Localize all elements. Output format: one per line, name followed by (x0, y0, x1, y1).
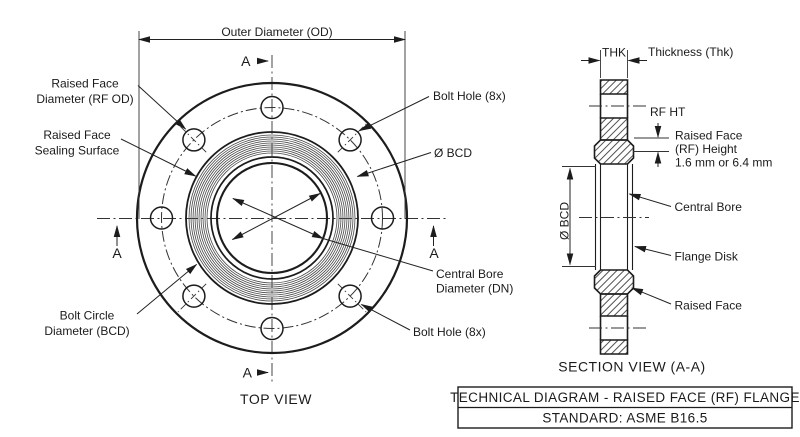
bolt-hole (370, 206, 395, 230)
bolt-hole (182, 128, 206, 152)
title-block: TECHNICAL DIAGRAM - RAISED FACE (RF) FLA… (450, 386, 800, 429)
rf-ht-label: RF HT (650, 105, 686, 119)
rf-od-label-line2: Diameter (RF OD) (36, 92, 133, 106)
flange-cross-section (579, 79, 649, 355)
top-view-caption: TOP VIEW (240, 391, 312, 407)
bolt-hole (149, 206, 174, 230)
title-block-line2: STANDARD: ASME B16.5 (542, 411, 707, 426)
top-view-leaders (120, 85, 434, 331)
bolt-hole (260, 95, 284, 120)
raised-face-inner-circle (210, 156, 334, 280)
top-view-labels: Raised Face Diameter (RF OD) Raised Face… (35, 77, 514, 408)
central-bore-label-line1: Central Bore (436, 267, 504, 281)
raised-face-outer-circle (185, 131, 359, 305)
rim-segment-bottom (599, 339, 629, 355)
section-view-leaders (628, 193, 672, 305)
rf-height-label-line3: 1.6 mm or 6.4 mm (675, 156, 772, 170)
bcd-dimension-label: Ø BCD (558, 202, 572, 240)
bcd-diameter-label: Ø BCD (434, 146, 472, 160)
thk-label: THK (602, 46, 626, 60)
central-bore-circle (215, 161, 329, 275)
od-dimension: Outer Diameter (OD) (138, 25, 406, 219)
section-view-labels: Central Bore Flange Disk Raised Face SEC… (558, 200, 742, 375)
bcd-label-line2: Diameter (BCD) (44, 324, 129, 338)
section-view-caption: SECTION VIEW (A-A) (558, 359, 705, 375)
rf-seal-label-line1: Raised Face (43, 128, 111, 142)
bolt-circle-dashdot (161, 107, 383, 329)
bcd-dimension: Ø BCD (558, 166, 596, 267)
bolt-holes (149, 95, 395, 341)
title-block-line1: TECHNICAL DIAGRAM - RAISED FACE (RF) FLA… (450, 390, 800, 405)
section-marker-right: A (429, 245, 439, 261)
section-markers: A A A A (112, 53, 439, 381)
raised-face-block-bottom (593, 269, 635, 295)
section-marker-bottom: A (243, 365, 253, 381)
central-bore-label: Central Bore (675, 200, 743, 214)
section-marker-top: A (241, 53, 251, 69)
rf-od-label-line1: Raised Face (51, 77, 119, 91)
rf-seal-label-line2: Sealing Surface (35, 144, 120, 158)
bolt-hole (260, 316, 284, 341)
raised-face-label: Raised Face (675, 299, 743, 313)
section-view: THK Thickness (Thk) RF HT Raised Face (R… (558, 45, 773, 375)
bolt-hole (338, 284, 362, 308)
rim-segment-top (599, 79, 629, 95)
bolt-hole-top-label: Bolt Hole (8x) (433, 89, 506, 103)
rf-height-label-line2: (RF) Height (675, 142, 738, 156)
od-dimension-label: Outer Diameter (OD) (221, 25, 332, 39)
sealing-surface-serrations (188, 134, 356, 302)
thk-dimension: THK Thickness (Thk) (581, 45, 733, 78)
bore-walls (594, 164, 634, 270)
bcd-label-line1: Bolt Circle (60, 309, 115, 323)
bolt-hole-bottom-label: Bolt Hole (8x) (413, 325, 486, 339)
central-bore-label-line2: Diameter (DN) (436, 282, 513, 296)
bolt-hole (182, 284, 206, 308)
outer-diameter-circle (135, 81, 409, 355)
bolt-hole (338, 128, 362, 152)
rf-height-label-line1: Raised Face (675, 129, 743, 143)
web-segment-top (599, 117, 629, 141)
top-view: Outer Diameter (OD) A A A A Raised Face (35, 25, 514, 407)
flange-disk-label: Flange Disk (675, 250, 739, 264)
raised-face-block-top (593, 139, 635, 165)
rf-ht-dimension: RF HT Raised Face (RF) Height 1.6 mm or … (633, 105, 772, 170)
bore-diameter-arrows (231, 193, 324, 240)
section-marker-left: A (112, 245, 122, 261)
thickness-label: Thickness (Thk) (648, 45, 733, 59)
web-segment-bottom (599, 293, 629, 317)
